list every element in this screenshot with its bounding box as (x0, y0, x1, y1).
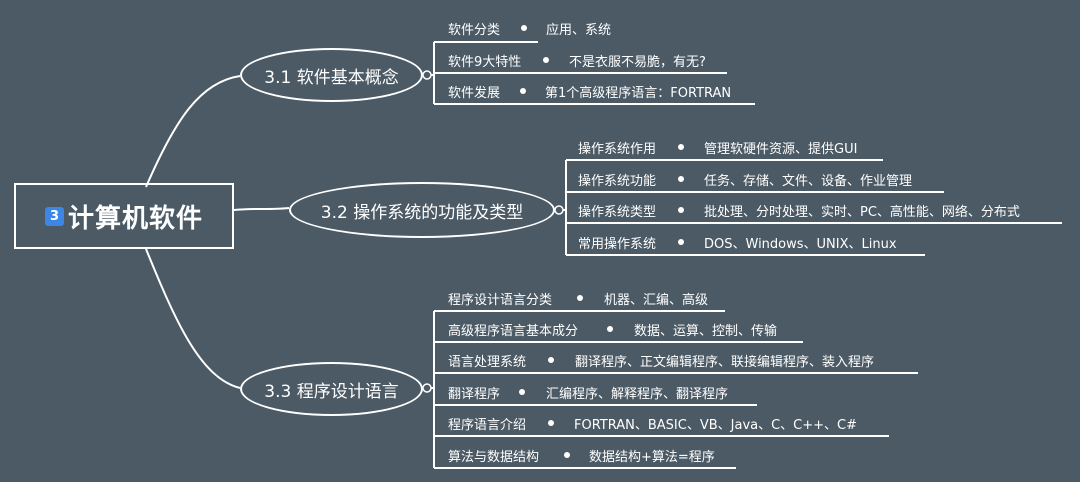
branch-node-programming-languages[interactable]: 3.3 程序设计语言 (240, 362, 423, 416)
collapse-toggle-icon[interactable] (422, 383, 432, 393)
leaf-value: FORTRAN、BASIC、VB、Java、C、C++、C# (574, 418, 858, 433)
leaf-value: 应用、系统 (546, 23, 612, 38)
bullet-dot-icon (577, 295, 583, 301)
bullet-dot-icon (519, 389, 525, 395)
leaf-value: 数据结构+算法=程序 (589, 450, 715, 465)
branch-label: 3.2 操作系统的功能及类型 (320, 202, 524, 223)
bullet-dot-icon (678, 144, 684, 150)
bullet-dot-icon (543, 57, 549, 63)
leaf-key: 算法与数据结构 (448, 450, 540, 465)
leaf-key: 操作系统作用 (578, 142, 657, 157)
bullet-dot-icon (520, 88, 526, 94)
leaf-key: 程序语言介绍 (448, 418, 527, 433)
bullet-dot-icon (548, 357, 554, 363)
leaf-key: 操作系统类型 (578, 205, 657, 220)
leaf-value: 管理软硬件资源、提供GUI (704, 142, 858, 157)
leaf-key: 软件9大特性 (448, 55, 522, 70)
leaf-value: 机器、汇编、高级 (604, 293, 709, 308)
branch-label: 3.3 程序设计语言 (264, 381, 399, 402)
leaf-key: 高级程序语言基本成分 (448, 324, 579, 339)
leaf-value: 不是衣服不易脆，有无? (569, 55, 706, 70)
bullet-dot-icon (548, 420, 554, 426)
root-link (145, 75, 241, 188)
bullet-dot-icon (521, 25, 527, 31)
collapse-toggle-icon[interactable] (554, 205, 564, 215)
branch-node-software-concepts[interactable]: 3.1 软件基本概念 (240, 48, 423, 102)
bullet-dot-icon (564, 452, 570, 458)
leaf-value: 数据、运算、控制、传输 (634, 324, 778, 339)
leaf-key: 程序设计语言分类 (448, 293, 553, 308)
collapse-toggle-icon[interactable] (422, 70, 432, 80)
bullet-dot-icon (678, 239, 684, 245)
leaf-key: 软件分类 (448, 23, 501, 38)
leaf-value: 任务、存储、文件、设备、作业管理 (704, 174, 913, 189)
branch-label: 3.1 软件基本概念 (264, 67, 399, 88)
bullet-dot-icon (607, 326, 613, 332)
leaf-value: 批处理、分时处理、实时、PC、高性能、网络、分布式 (704, 205, 1020, 220)
leaf-key: 翻译程序 (448, 387, 501, 402)
root-link (233, 207, 290, 211)
leaf-key: 常用操作系统 (578, 237, 657, 252)
leaf-key: 操作系统功能 (578, 174, 657, 189)
leaf-value: 翻译程序、正文编辑程序、联接编辑程序、装入程序 (575, 355, 875, 370)
root-label: 计算机软件 (67, 203, 203, 234)
bullet-dot-icon (678, 207, 684, 213)
bullet-dot-icon (678, 176, 684, 182)
leaf-key: 语言处理系统 (448, 355, 527, 370)
leaf-value: 第1个高级程序语言：FORTRAN (545, 86, 732, 101)
leaf-value: 汇编程序、解释程序、翻译程序 (546, 387, 729, 402)
leaf-value: DOS、Windows、UNIX、Linux (704, 237, 897, 252)
leaf-key: 软件发展 (448, 86, 501, 101)
branch-node-os-functions[interactable]: 3.2 操作系统的功能及类型 (289, 182, 555, 238)
root-link (145, 248, 241, 389)
level-badge: 3 (44, 206, 64, 226)
root-node[interactable]: 3 计算机软件 (14, 183, 234, 249)
